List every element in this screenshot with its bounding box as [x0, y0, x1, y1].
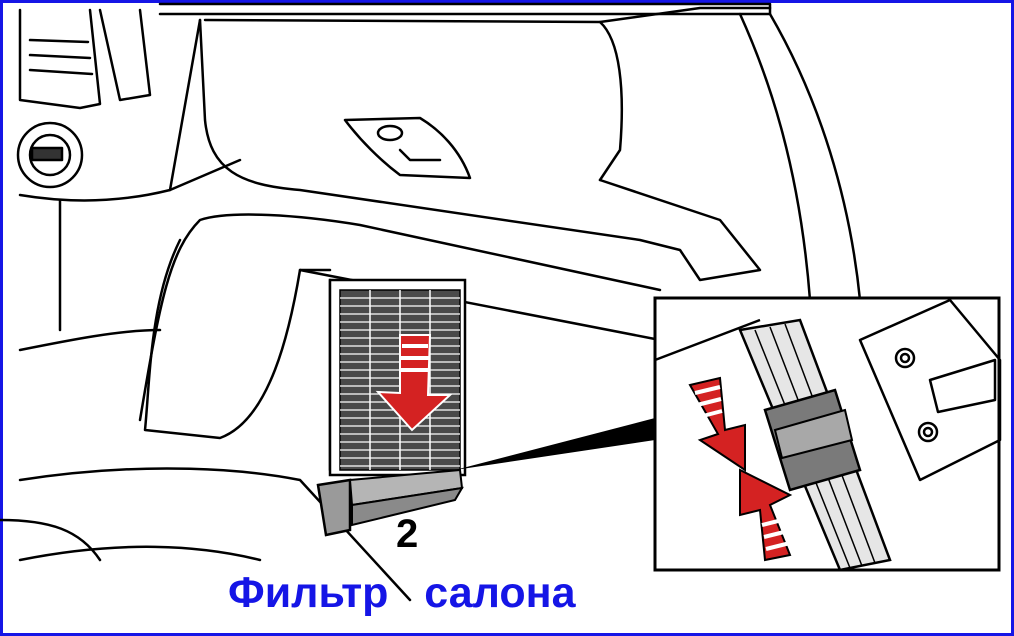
detail-inset: [653, 296, 1002, 572]
air-vent: [16, 121, 84, 189]
squeeze-arrows-icon: [688, 376, 793, 562]
dashboard-top-edge: [158, 2, 772, 16]
down-arrow-icon: [375, 334, 453, 432]
glovebox-handle: [343, 116, 472, 180]
caption-title: Фильтр салона: [228, 569, 576, 617]
callout-pointer: [455, 418, 655, 470]
instrument-panel: [18, 8, 102, 110]
cabin-filter: [328, 278, 467, 477]
step-number-label: 2: [396, 512, 419, 556]
filter-cover: [316, 468, 464, 537]
glovebox-outline: [198, 18, 762, 282]
